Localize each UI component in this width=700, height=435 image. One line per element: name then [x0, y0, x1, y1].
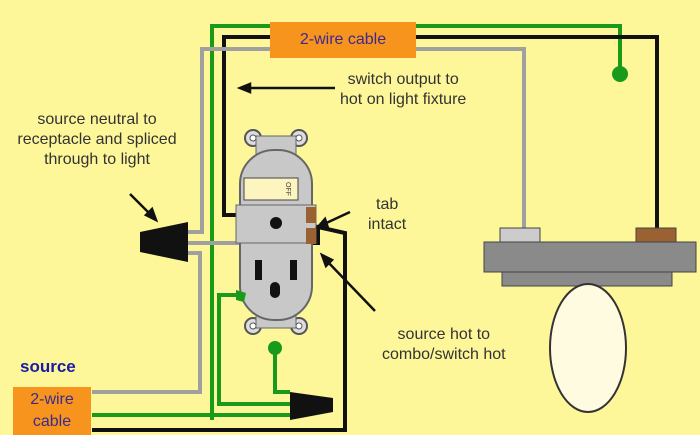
- tab-intact-label: tab intact: [368, 195, 406, 235]
- arrows: [129, 82, 376, 312]
- source-neutral-wire: [92, 251, 202, 394]
- source-hot-line1: source hot to: [397, 326, 491, 343]
- ground-splice-bottom: [268, 341, 282, 355]
- neutral-wire-to-light: [188, 47, 526, 234]
- source-hot-line2: combo/switch hot: [382, 346, 506, 363]
- tab-line1: tab: [376, 196, 399, 213]
- switch-output-line1: switch output to: [347, 71, 459, 88]
- tab-line2: intact: [368, 216, 407, 233]
- source-cable-label: 2-wire cable: [13, 387, 91, 435]
- source-label: source: [20, 357, 76, 376]
- source-neutral-line2: receptacle and spliced: [17, 131, 177, 148]
- source-cable-line2: cable: [32, 413, 72, 430]
- source-neutral-label: source neutral to receptacle and spliced…: [2, 110, 192, 170]
- switch-output-label: switch output to hot on light fixture: [340, 70, 466, 110]
- switch-off-text: OFF: [284, 182, 291, 196]
- source-cable-line1: 2-wire: [30, 391, 74, 408]
- ground-splice-top: [612, 66, 628, 82]
- wire-nut-ground: [290, 392, 333, 420]
- wire-nut-neutral: [140, 222, 188, 262]
- ground-wire-top: [210, 24, 622, 420]
- ground-wire-device: [217, 293, 290, 406]
- top-cable-label: 2-wire cable: [270, 22, 416, 58]
- switch-output-line2: hot on light fixture: [340, 91, 467, 108]
- ground-wire-pigtail: [273, 350, 290, 394]
- hot-wire-switch-output: [222, 35, 659, 228]
- light-fixture: [483, 227, 697, 413]
- source-neutral-line1: source neutral to: [37, 111, 157, 128]
- combo-device: [235, 129, 317, 335]
- source-neutral-line3: through to light: [44, 151, 150, 168]
- source-hot-label: source hot to combo/switch hot: [382, 325, 506, 365]
- top-cable-text: 2-wire cable: [299, 31, 387, 48]
